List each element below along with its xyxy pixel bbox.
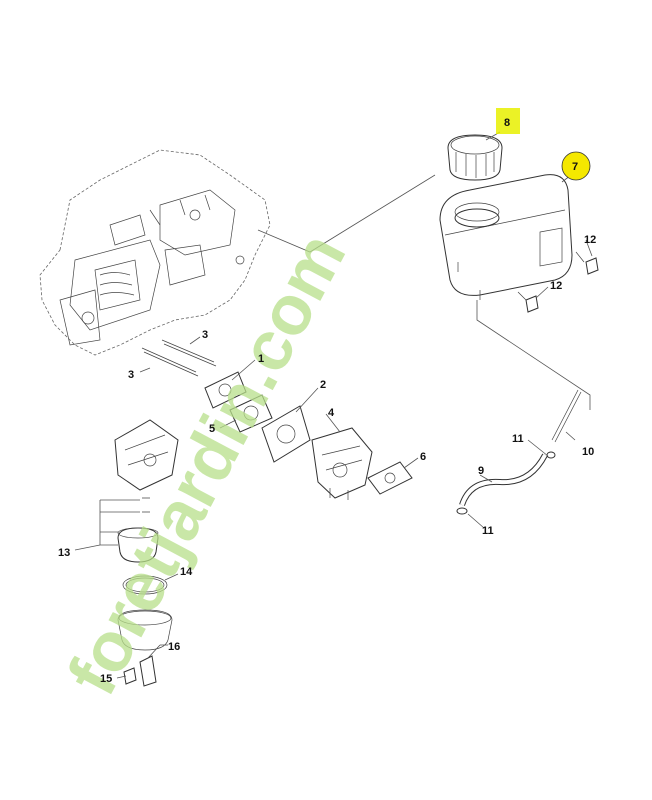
leader-12a	[585, 239, 593, 257]
clip-11-bottom	[456, 507, 468, 515]
gasket-1	[204, 371, 247, 409]
callout-12-upper: 12	[584, 234, 596, 246]
carburetor-assembly-13	[114, 419, 179, 491]
callout-4: 4	[328, 407, 335, 419]
leader-6	[403, 457, 419, 469]
leader-11b	[467, 513, 485, 529]
leader-11a	[527, 439, 549, 457]
callout-11-lower: 11	[482, 525, 494, 537]
callout-6: 6	[420, 451, 426, 463]
callout-1: 1	[258, 353, 264, 365]
rod-10	[551, 389, 579, 441]
float-bowl	[117, 527, 159, 563]
gasket-2	[261, 405, 311, 463]
watermark: foretjardin.com	[52, 221, 360, 708]
callout-11-upper: 11	[512, 433, 524, 445]
fuel-tank	[439, 174, 573, 300]
bowl-lower	[117, 609, 173, 651]
callout-14: 14	[180, 566, 193, 578]
stud-3-upper	[161, 339, 215, 363]
screw-12-bottom	[517, 291, 539, 313]
clip-11-top	[546, 451, 556, 459]
gasket-6	[367, 461, 413, 495]
callout-8: 8	[504, 117, 510, 129]
leader-14	[164, 573, 179, 581]
leader-5	[219, 419, 237, 429]
fuel-hose-9	[459, 453, 548, 507]
callout-16: 16	[168, 641, 180, 653]
highlight-8	[496, 108, 520, 134]
callout-3-lower: 3	[128, 369, 134, 381]
watermark-text: foretjardin.com	[52, 221, 360, 708]
leader-10	[565, 431, 576, 441]
leader-4	[325, 413, 341, 433]
callout-3-upper: 3	[202, 329, 208, 341]
needle-16	[139, 644, 161, 687]
leader-1	[231, 359, 256, 381]
leader-3a	[139, 367, 151, 373]
callout-9: 9	[478, 465, 484, 477]
callout-10: 10	[582, 446, 594, 458]
tank-cap	[447, 134, 503, 181]
engine-tank-leader	[257, 174, 436, 253]
carburetor-4	[311, 427, 373, 500]
callout-5: 5	[209, 423, 215, 435]
leader-3b	[189, 336, 201, 345]
o-ring-14	[122, 575, 168, 595]
drain-screw-15	[123, 667, 137, 685]
callout-15: 15	[100, 673, 112, 685]
tank-hose-leader	[476, 300, 591, 410]
stud-3-lower	[141, 347, 197, 373]
callout-12-lower: 12	[550, 280, 562, 292]
screw-12-right	[575, 251, 599, 275]
callout-13: 13	[58, 547, 70, 559]
small-screws	[142, 497, 150, 513]
leader-15	[116, 675, 127, 679]
leader-12b	[535, 286, 549, 299]
callout-2: 2	[320, 379, 326, 391]
callout-7: 7	[572, 161, 578, 173]
spacer-5	[229, 394, 273, 433]
leader-2	[295, 387, 319, 413]
leader-13	[74, 544, 101, 551]
leader-9	[479, 474, 493, 483]
highlight-7	[561, 151, 591, 181]
engine-block	[39, 149, 271, 356]
